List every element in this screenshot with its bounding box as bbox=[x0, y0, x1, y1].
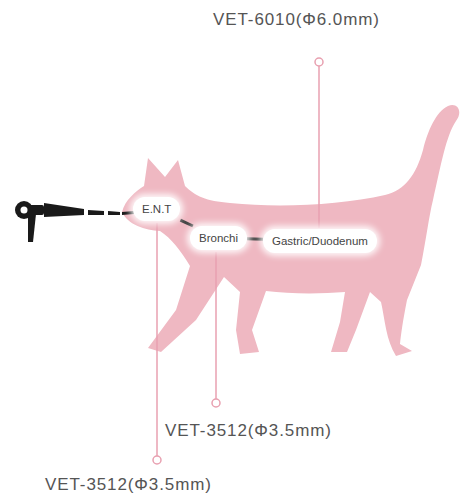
organ-name: Bronchi bbox=[199, 231, 238, 245]
endoscope bbox=[15, 201, 134, 242]
scope-path bbox=[180, 220, 193, 226]
organ-pill: Gastric/Duodenum bbox=[263, 229, 377, 253]
model-label: VET-3512(Φ3.5mm) bbox=[45, 475, 212, 495]
organ-pill: E.N.T bbox=[133, 197, 180, 221]
model-label: VET-3512(Φ3.5mm) bbox=[165, 421, 332, 441]
scope-path bbox=[247, 238, 263, 239]
organ-name: E.N.T bbox=[142, 202, 171, 216]
cat-silhouette bbox=[122, 105, 459, 356]
organ-pill: Bronchi bbox=[190, 226, 247, 250]
leader-lines bbox=[153, 58, 323, 464]
organ-name: Gastric/Duodenum bbox=[272, 234, 368, 248]
model-label: VET-6010(Φ6.0mm) bbox=[213, 10, 380, 30]
